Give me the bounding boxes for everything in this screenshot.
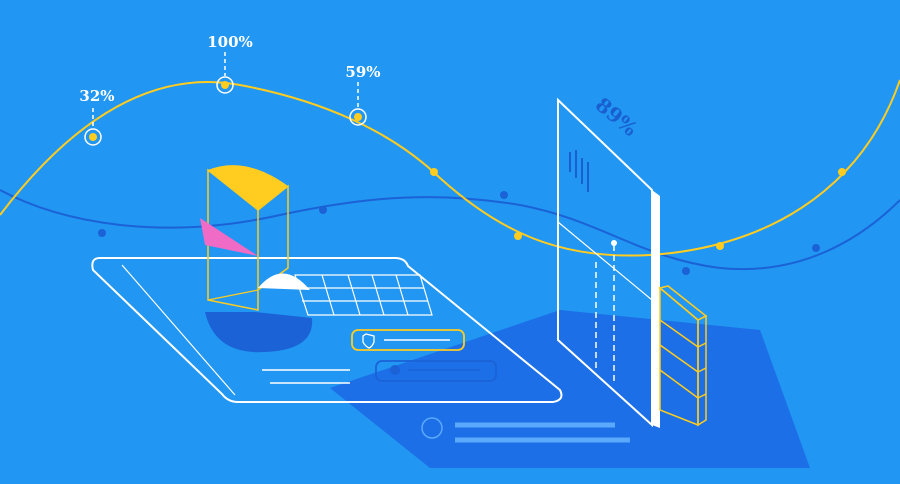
bar-chart-icon xyxy=(569,150,589,192)
callout-label: 59% xyxy=(345,63,380,81)
dark-wave-point xyxy=(500,191,508,199)
stack-layer-line xyxy=(659,369,699,399)
tablet xyxy=(91,257,563,403)
user-avatar-icon xyxy=(421,417,443,439)
shield-icon xyxy=(362,333,375,349)
grid-outline xyxy=(294,274,433,316)
stack-layer-line xyxy=(659,319,699,348)
panel-marker xyxy=(611,240,617,246)
shadow-card xyxy=(421,417,630,443)
stacked-blocks xyxy=(658,285,708,427)
yellow-wave-point xyxy=(716,242,724,250)
stack-layer-line xyxy=(697,367,707,373)
yellow-wave-point xyxy=(838,168,846,176)
dark-wave-point xyxy=(319,206,327,214)
pie-top-yellow xyxy=(208,165,288,210)
dark-wave-point xyxy=(98,229,106,237)
callout-ring xyxy=(349,108,367,126)
stack-layer-line xyxy=(697,342,707,348)
grid-line xyxy=(347,274,361,316)
clock-icon xyxy=(390,365,400,375)
callout-ring xyxy=(216,76,234,94)
pie-slice-pink xyxy=(200,218,258,256)
dark-wave-point xyxy=(682,267,690,275)
yellow-wave-point xyxy=(514,232,522,240)
yellow-wave-point xyxy=(430,168,438,176)
dark-wave-points xyxy=(98,191,820,275)
yellow-wave-points xyxy=(430,168,846,250)
callout-label: 32% xyxy=(79,87,114,105)
callout-dot xyxy=(89,133,97,141)
tablet-grid xyxy=(294,274,433,316)
pie-base-shadow xyxy=(205,312,313,353)
callout-59: 59% xyxy=(345,63,381,126)
pie-column-edge xyxy=(207,289,259,301)
yellow-wave-line xyxy=(0,79,900,257)
callout-dot xyxy=(221,81,229,89)
panel-edge xyxy=(652,190,660,428)
grid-line xyxy=(395,274,409,316)
pie-slice-white xyxy=(258,273,310,290)
tablet-outline xyxy=(91,257,563,403)
shield-pill xyxy=(351,329,465,351)
stack-layer-line xyxy=(659,344,699,373)
grid-line xyxy=(371,274,385,316)
clock-pill xyxy=(375,360,497,382)
dark-wave-point xyxy=(812,244,820,252)
pie-column xyxy=(200,165,313,353)
callout-ring xyxy=(84,128,102,146)
tablet-inner-edge xyxy=(121,264,236,396)
stack-side xyxy=(697,314,707,427)
callout-100: 100% xyxy=(207,33,253,94)
callout-32: 32% xyxy=(79,87,115,146)
pie-column-body xyxy=(207,168,259,311)
stack-layer-line xyxy=(697,393,707,399)
dark-wave-line xyxy=(0,189,900,271)
callout-dot xyxy=(354,113,362,121)
panel-divider xyxy=(557,221,653,301)
callout-label: 100% xyxy=(207,33,253,51)
grid-line xyxy=(321,274,335,316)
